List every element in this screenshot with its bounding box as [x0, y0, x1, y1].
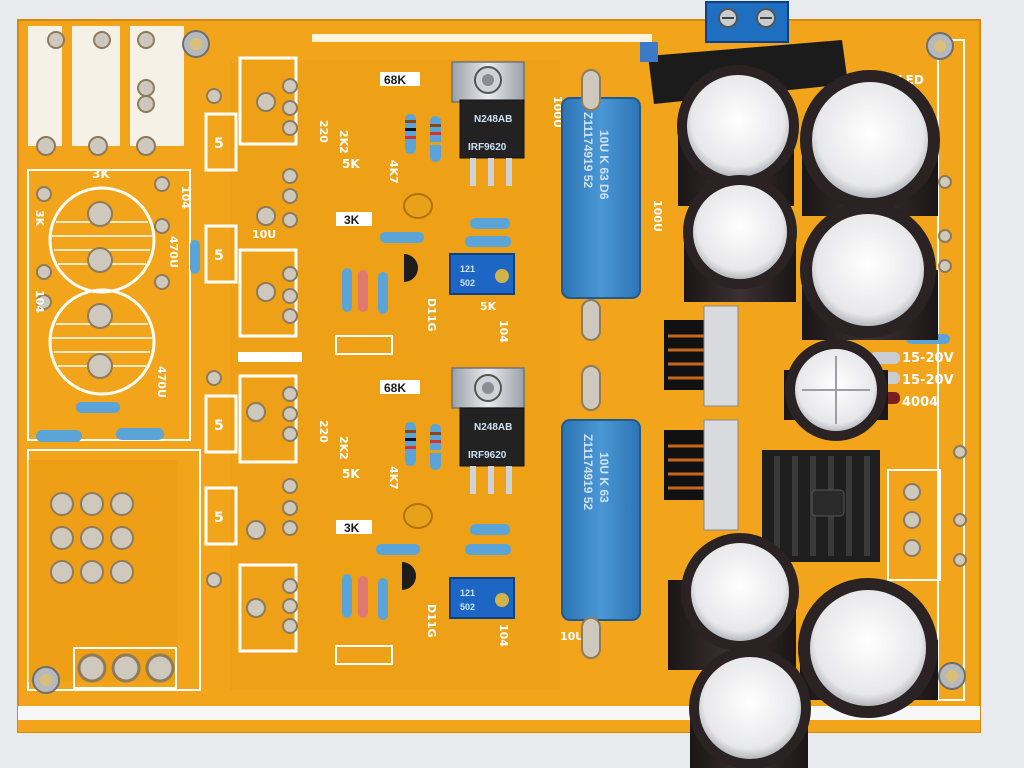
electrolytic-capacitors — [668, 65, 940, 768]
silk-68k-a: 68K — [384, 73, 406, 87]
film-cap-top-line1: Z11174919 52 — [581, 112, 595, 188]
silk-4004: 4004 — [902, 395, 938, 410]
silk-4k7-a: 4K7 — [387, 160, 400, 184]
film-cap-bottom-line1: Z11174919 52 — [581, 434, 595, 510]
solder-pads — [36, 31, 967, 634]
silkscreen-left: 3K 3K 104 104 470U 470U — [33, 167, 192, 398]
terminal-block — [705, 1, 789, 43]
trimpot-bottom: 121 502 — [449, 577, 515, 619]
silk-104-left: 104 — [179, 186, 192, 209]
silk-100u-a: 100U — [551, 96, 564, 128]
trimpot-bottom-code-b: 502 — [460, 602, 475, 612]
silk-4k7-b: 4K7 — [387, 466, 400, 490]
electrolytic-cap-2 — [800, 70, 940, 216]
trimpot-bottom-code-a: 121 — [460, 588, 475, 598]
silk-5-c: 5 — [214, 418, 224, 434]
electrolytic-cap-4 — [800, 202, 938, 340]
mosfet-top-part: IRF9620 — [468, 142, 507, 153]
transistors — [402, 254, 418, 590]
mosfet-top: N248AB IRF9620 — [451, 61, 525, 186]
bottom-left-connector — [73, 647, 177, 689]
silk-15-20v-b: 15-20V — [902, 373, 954, 388]
silk-100u-b: 100U — [651, 200, 664, 232]
mosfet-bottom-part: IRF9620 — [468, 450, 507, 461]
silk-5-d: 5 — [214, 510, 224, 526]
silk-3k-b: 3K — [344, 521, 360, 535]
silkscreen-power: LED 15-20V 15-20V 4004 — [898, 73, 954, 410]
silk-5k-a: 5K — [342, 157, 360, 171]
silk-ic-104-a: 104 — [497, 320, 510, 343]
middle-pad-rows — [581, 69, 601, 659]
silk-2k2-b: 2K2 — [337, 436, 350, 460]
silk-470u-a: 470U — [167, 236, 180, 268]
silkscreen-channels: 68K 68K 220 220 4K7 4K7 5K 5K 3K 3K 10U … — [214, 72, 664, 647]
silk-5k-trim: 5K — [480, 300, 497, 313]
silk-ic-104-b: 104 — [497, 624, 510, 647]
film-cap-bottom-line2: 10U K 63 — [597, 452, 611, 503]
power-regulators — [664, 305, 900, 562]
silk-68k-b: 68K — [384, 381, 406, 395]
film-capacitor-bottom: Z11174919 52 10U K 63 — [561, 419, 641, 621]
silk-3k-side: 3K — [33, 210, 46, 227]
silk-d11g-b: D11G — [425, 604, 438, 637]
tantalum-caps — [403, 193, 433, 529]
trimpot-top-code-b: 502 — [460, 278, 475, 288]
silk-220-a: 220 — [317, 120, 330, 143]
silk-5-b: 5 — [214, 248, 224, 264]
silk-3k-top: 3K — [92, 167, 110, 181]
silk-10u-a: 10U — [252, 228, 276, 241]
electrolytic-cap-7 — [798, 578, 938, 718]
electrolytic-cap-8 — [689, 647, 811, 768]
silk-104-mid: 104 — [33, 290, 46, 313]
electrolytic-cap-3 — [683, 175, 797, 302]
trimpot-top-code-a: 121 — [460, 264, 475, 274]
silk-d11g-a: D11G — [425, 298, 438, 331]
mosfet-top-code: N248AB — [474, 114, 512, 125]
trimpot-top: 121 502 — [449, 253, 515, 295]
mosfet-bottom-code: N248AB — [474, 422, 512, 433]
mounting-screws — [32, 30, 966, 694]
electrolytic-cap-5 — [784, 339, 888, 441]
silk-3k-a: 3K — [344, 213, 360, 227]
film-cap-top-line2: 10U K 63 D6 — [597, 130, 611, 200]
film-capacitor-top: Z11174919 52 10U K 63 D6 — [561, 97, 641, 299]
silk-10u-c: 10U — [560, 630, 584, 643]
silk-5-a: 5 — [214, 136, 224, 152]
silk-2k2-a: 2K2 — [337, 130, 350, 154]
mosfet-bottom: N248AB IRF9620 — [451, 367, 525, 494]
resistors — [36, 114, 950, 620]
silk-220-b: 220 — [317, 420, 330, 443]
silk-470u-b: 470U — [155, 366, 168, 398]
silk-5k-b: 5K — [342, 467, 360, 481]
silk-15-20v-a: 15-20V — [902, 351, 954, 366]
